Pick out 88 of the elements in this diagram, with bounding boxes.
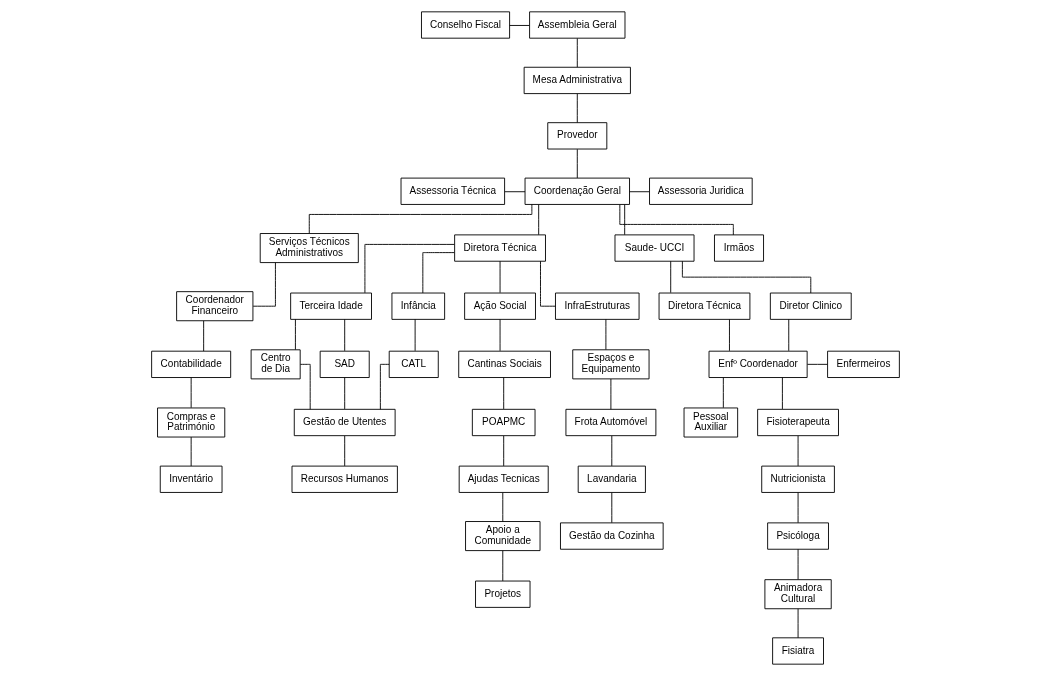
connector: [379, 363, 390, 410]
connector: [722, 377, 724, 409]
connector: [610, 435, 612, 467]
connector: [503, 191, 525, 193]
connector: [604, 318, 606, 351]
connector: [781, 377, 783, 410]
connector: [576, 93, 578, 123]
connector: [797, 548, 798, 580]
connector: [421, 252, 455, 294]
connector: [537, 204, 539, 236]
node-box: Ajudas Tecnicas: [458, 465, 549, 493]
node-box: Centro de Dia: [250, 349, 301, 380]
node-box: Fisiatra: [771, 637, 824, 665]
node-box: Mesa Administrativa: [523, 66, 631, 95]
node-box: Saude- UCCI: [614, 234, 694, 262]
node-box: Infância: [391, 292, 445, 320]
node-box: Assessoria Técnica: [400, 177, 505, 205]
connector: [787, 318, 789, 352]
connector: [252, 262, 276, 307]
connector: [681, 260, 811, 294]
node-box: Gestão de Utentes: [293, 408, 396, 437]
connector: [797, 608, 798, 639]
connector: [576, 148, 578, 179]
node-box: Lavandaria: [577, 465, 646, 493]
connector: [797, 492, 798, 524]
node-box: Inventário: [159, 465, 222, 493]
connector: [623, 204, 625, 236]
connector: [190, 436, 192, 467]
node-box: Animadora Cultural: [763, 579, 832, 610]
connector: [618, 204, 734, 236]
connector: [414, 318, 416, 352]
node-box: Coordenador Financeiro: [175, 291, 253, 322]
node-box: Conselho Fiscal: [420, 11, 510, 39]
connector: [628, 191, 650, 193]
node-box: Serviços Técnicos Administrativos: [259, 233, 359, 264]
connector: [363, 243, 455, 294]
connector: [499, 260, 500, 294]
node-box: Frota Automóvel: [564, 408, 656, 437]
node-box: Apoio a Comunidade: [464, 521, 540, 552]
connector: [539, 260, 556, 307]
connector: [502, 435, 504, 467]
connector: [202, 320, 204, 352]
connector: [797, 435, 798, 467]
node-box: Fisioterapeuta: [756, 408, 839, 437]
node-box: Assessoria Juridica: [648, 177, 753, 205]
node-box: Diretor Clinico: [769, 292, 852, 320]
node-box: Psicóloga: [766, 522, 829, 550]
node-box: Terceira Idade: [289, 292, 372, 320]
node-box: Gestão da Cozinha: [559, 522, 664, 550]
connector: [610, 492, 612, 524]
node-box: Coordenação Geral: [524, 177, 630, 205]
node-box: Cantinas Sociais: [457, 350, 551, 378]
connector: [609, 378, 611, 410]
connector: [508, 25, 530, 26]
connector: [499, 318, 500, 352]
node-box: Irmãos: [713, 234, 764, 262]
connector: [299, 363, 311, 410]
connector: [576, 37, 578, 68]
connector: [501, 550, 503, 582]
connector: [728, 318, 730, 352]
node-box: Enfº Coordenador: [708, 350, 808, 378]
node-box: Diretora Técnica: [453, 234, 546, 262]
connector: [806, 363, 828, 365]
connector: [308, 204, 532, 234]
connector: [190, 377, 192, 409]
node-box: POAPMC: [471, 408, 535, 437]
node-box: SAD: [319, 350, 370, 378]
connector: [501, 492, 503, 522]
node-box: Provedor: [546, 122, 607, 150]
connector: [294, 318, 296, 351]
connector: [343, 435, 345, 467]
node-box: Ação Social: [463, 292, 536, 320]
node-box: Pessoal Auxiliar: [683, 407, 738, 438]
connector: [343, 377, 345, 410]
node-box: Nutricionista: [760, 465, 835, 493]
node-box: CATL: [388, 350, 439, 378]
node-box: Projetos: [474, 580, 530, 608]
node-box: Assembleia Geral: [528, 11, 625, 39]
node-box: Compras e Património: [156, 407, 225, 438]
node-box: InfraEstruturas: [554, 292, 640, 320]
connector: [669, 260, 671, 294]
connector: [343, 318, 345, 352]
node-box: Espaços e Equipamento: [571, 349, 649, 380]
node-box: Diretora Técnica: [658, 292, 750, 320]
connector: [502, 377, 504, 410]
node-box: Enfermeiros: [826, 350, 900, 378]
node-box: Recursos Humanos: [291, 465, 398, 493]
node-box: Contabilidade: [150, 350, 231, 378]
